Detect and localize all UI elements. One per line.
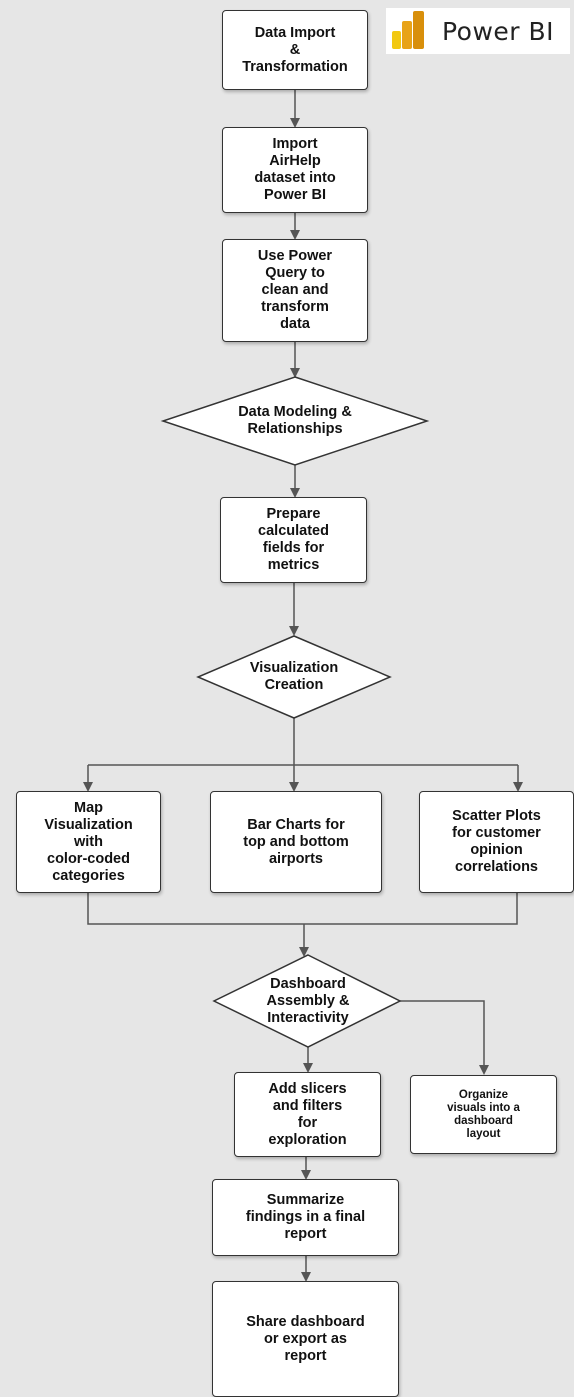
step-add-slicers: Add slicers and filters for exploration — [234, 1072, 381, 1157]
diamond-dashboard-assembly — [212, 954, 402, 1048]
step-share: Share dashboard or export as report — [212, 1281, 399, 1397]
diamond-label-dashboard-assembly: Dashboard Assembly & Interactivity — [266, 975, 350, 1026]
step-map-visualization: Map Visualization with color-coded categ… — [16, 791, 161, 893]
power-bi-logo-icon — [390, 11, 426, 51]
step-import-dataset: Import AirHelp dataset into Power BI — [222, 127, 368, 213]
connector-dashboard-to-organize — [400, 1000, 489, 1075]
step-scatter-plots: Scatter Plots for customer opinion corre… — [419, 791, 574, 893]
connector-merge — [87, 893, 518, 925]
step-power-query: Use Power Query to clean and transform d… — [222, 239, 368, 342]
diamond-label-visualization: Visualization Creation — [249, 660, 339, 693]
diamond-label-data-modeling: Data Modeling & Relationships — [238, 404, 352, 437]
step-calculated-fields: Prepare calculated fields for metrics — [220, 497, 367, 583]
step-data-import: Data Import & Transformation — [222, 10, 368, 90]
power-bi-logo: Power BI — [386, 8, 570, 54]
diamond-visualization — [196, 635, 392, 719]
step-summarize: Summarize findings in a final report — [212, 1179, 399, 1256]
step-bar-charts: Bar Charts for top and bottom airports — [210, 791, 382, 893]
diamond-data-modeling — [160, 376, 430, 466]
step-organize-visuals: Organize visuals into a dashboard layout — [410, 1075, 557, 1154]
power-bi-logo-text: Power BI — [442, 16, 555, 46]
